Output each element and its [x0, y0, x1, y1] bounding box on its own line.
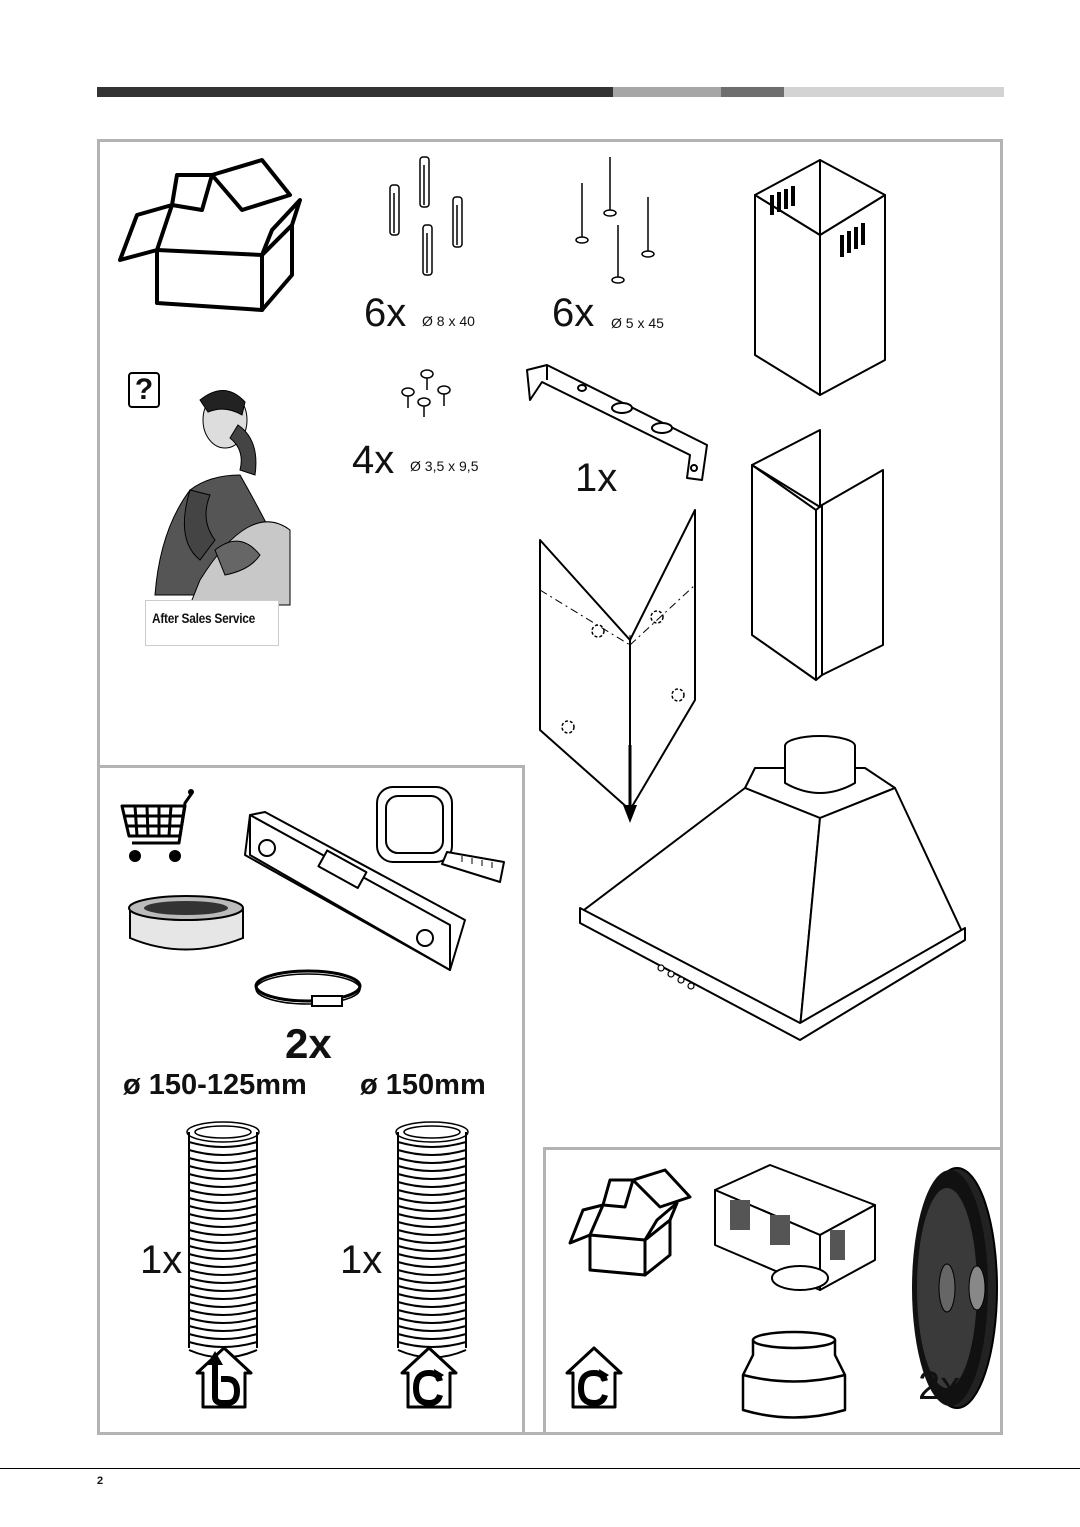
clamp-qty: 2x [285, 1020, 332, 1067]
folded-template-icon [539, 509, 696, 823]
diameter-right: ø 150mm [360, 1069, 486, 1101]
diameter-left: ø 150-125mm [123, 1069, 307, 1101]
house-c-icon [400, 1346, 458, 1409]
small-open-box-icon [568, 1168, 692, 1277]
shopping-cart-icon [120, 789, 194, 862]
wall-plugs-size: Ø 8 x 40 [422, 313, 475, 329]
header-bar-dark [97, 87, 613, 97]
large-screws-icon [575, 157, 655, 284]
page-number: 2 [97, 1475, 104, 1487]
small-screws-icon [401, 369, 451, 417]
hose-right-qty: 1x [340, 1238, 383, 1282]
carbon-filter-icon [912, 1167, 998, 1409]
house-c-filter-icon [565, 1346, 623, 1409]
lower-chimney-icon [751, 429, 884, 681]
after-sales-badge: ? [128, 372, 160, 408]
filter-qty: 2x [918, 1364, 961, 1408]
small-screws-size: Ø 3,5 x 9,5 [410, 458, 479, 474]
header-bar-dark2 [721, 87, 784, 97]
spirit-level-icon [244, 811, 466, 971]
bracket-qty: 1x [575, 456, 618, 500]
large-screws-size: Ø 5 x 45 [611, 315, 664, 331]
hose-left-qty: 1x [140, 1238, 183, 1282]
after-sales-label: After Sales Service [152, 610, 255, 626]
upper-chimney-icon [754, 159, 886, 396]
header-bar-mid [613, 87, 721, 97]
flexible-hose-left-icon [186, 1121, 260, 1359]
tape-measure-icon [376, 786, 505, 883]
deflector-kit-icon [714, 1164, 876, 1291]
mounting-bracket-icon [526, 364, 708, 481]
duct-adapter-icon [741, 1330, 847, 1419]
hose-clamp-icon [254, 969, 362, 1007]
wall-plugs-icon [389, 156, 463, 276]
cooker-hood-icon [579, 735, 966, 1041]
open-box-icon [118, 158, 302, 312]
flexible-hose-right-icon [395, 1121, 469, 1359]
house-b-icon [195, 1346, 253, 1409]
wall-plugs-qty: 6x [364, 291, 407, 335]
adhesive-tape-icon [128, 895, 244, 951]
large-screws-qty: 6x [552, 291, 595, 335]
after-sales-label-box [145, 600, 279, 646]
small-screws-qty: 4x [352, 438, 395, 482]
footer-rule [0, 1468, 1080, 1469]
service-person-illustration [154, 390, 291, 606]
header-bar-light [784, 87, 1004, 97]
